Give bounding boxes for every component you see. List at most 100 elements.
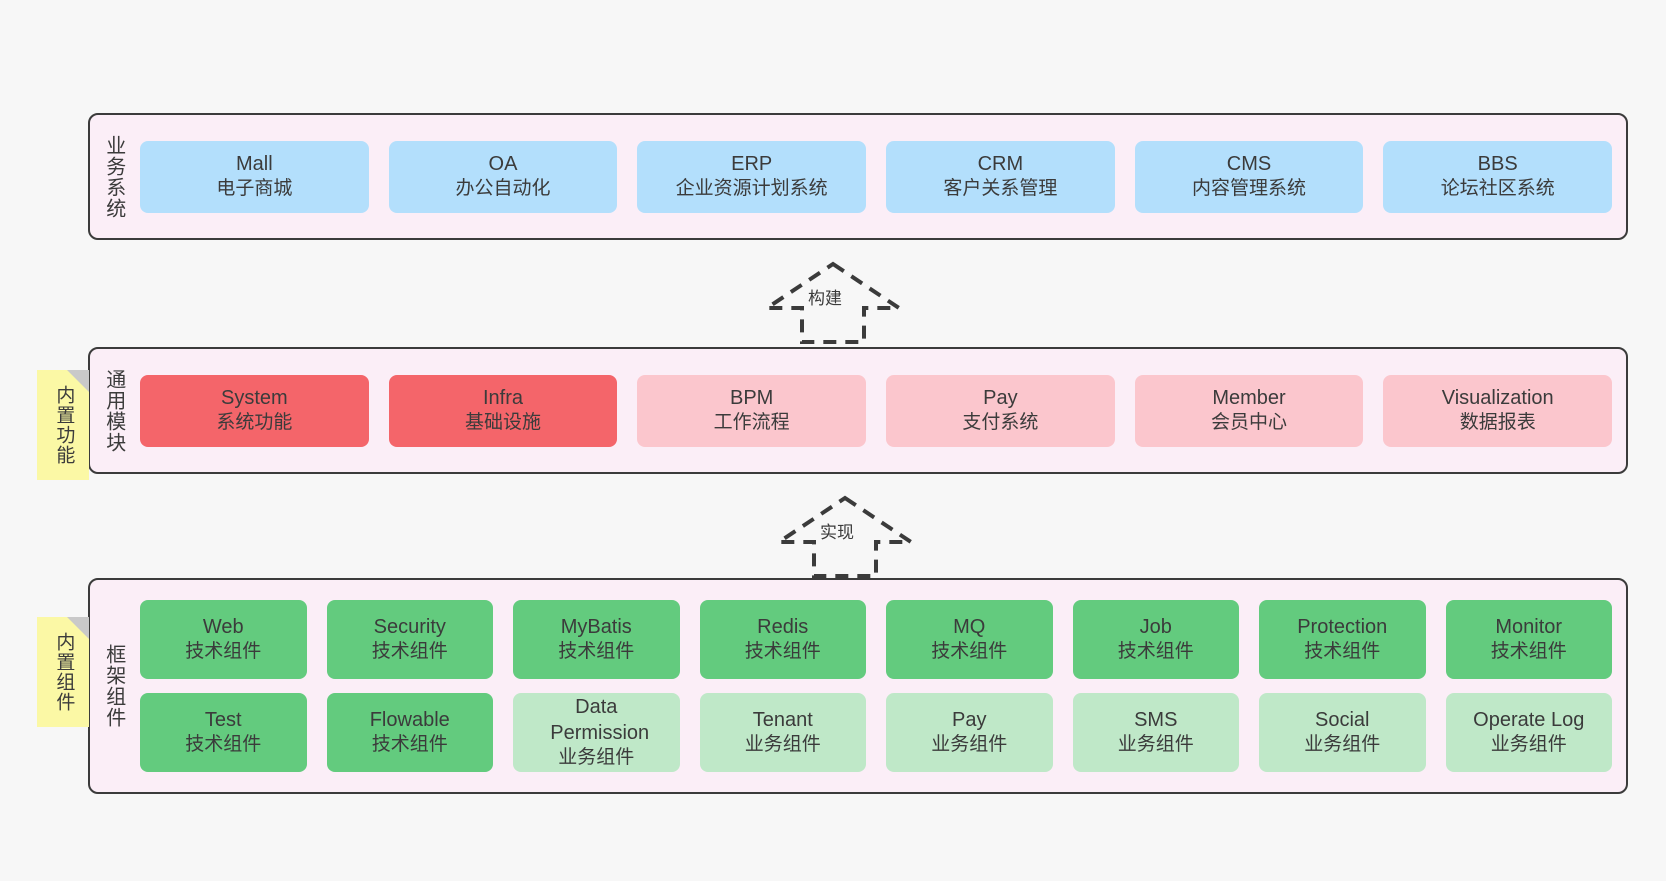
card-subtitle: 数据报表 <box>1459 412 1536 434</box>
card-title: OA <box>488 153 518 176</box>
card-row-tech: Web 技术组件 Security 技术组件 MyBatis 技术组件 Redi… <box>140 600 1612 679</box>
connector-build-label: 构建 <box>808 289 842 308</box>
card-subtitle: 论坛社区系统 <box>1440 178 1555 200</box>
card-row-business: Test 技术组件 Flowable 技术组件 Data Permission … <box>140 693 1612 772</box>
layer-framework-components: 框架组件 Web 技术组件 Security 技术组件 MyBatis 技术组件… <box>88 578 1628 794</box>
card-subtitle: 企业资源计划系统 <box>675 178 828 200</box>
card-subtitle: 技术组件 <box>1490 641 1567 663</box>
card-title: BBS <box>1477 153 1518 176</box>
card-title: System <box>220 387 288 410</box>
card-flowable[interactable]: Flowable 技术组件 <box>326 693 493 772</box>
card-operate-log[interactable]: Operate Log 业务组件 <box>1445 693 1612 772</box>
card-subtitle: 技术组件 <box>185 734 262 756</box>
card-crm[interactable]: CRM 客户关系管理 <box>886 140 1115 213</box>
card-title: Visualization <box>1441 387 1554 410</box>
card-title: Web <box>202 616 244 639</box>
card-title: Monitor <box>1495 616 1563 639</box>
card-protection[interactable]: Protection 技术组件 <box>1259 600 1426 679</box>
card-title: Security <box>373 616 446 639</box>
card-title: Test <box>204 709 242 732</box>
connector-implement-label: 实现 <box>820 523 854 542</box>
card-title: Social <box>1315 709 1370 732</box>
card-subtitle: 系统功能 <box>216 412 293 434</box>
card-sms[interactable]: SMS 业务组件 <box>1072 693 1239 772</box>
card-web[interactable]: Web 技术组件 <box>140 600 307 679</box>
card-bbs[interactable]: BBS 论坛社区系统 <box>1383 140 1613 213</box>
note-fold-corner-icon <box>67 370 89 392</box>
card-row: Mall 电子商城 OA 办公自动化 ERP 企业资源计划系统 CRM 客户关系… <box>140 140 1613 213</box>
note-label: 内置功能 <box>53 385 75 465</box>
card-title: SMS <box>1134 709 1178 732</box>
card-test[interactable]: Test 技术组件 <box>140 693 307 772</box>
card-subtitle: 技术组件 <box>558 641 635 663</box>
card-subtitle: 技术组件 <box>185 641 262 663</box>
card-subtitle: 技术组件 <box>1117 641 1194 663</box>
layer-title-framework-components: 框架组件 <box>102 644 125 728</box>
card-monitor[interactable]: Monitor 技术组件 <box>1445 600 1612 679</box>
card-subtitle: 会员中心 <box>1211 412 1288 434</box>
card-cms[interactable]: CMS 内容管理系统 <box>1134 140 1364 213</box>
card-member[interactable]: Member 会员中心 <box>1134 374 1364 447</box>
card-mall[interactable]: Mall 电子商城 <box>140 140 369 213</box>
card-subtitle: 内容管理系统 <box>1192 178 1307 200</box>
card-pay-business[interactable]: Pay 业务组件 <box>886 693 1053 772</box>
card-pay[interactable]: Pay 支付系统 <box>886 374 1115 447</box>
layer-title-business-systems: 业务系统 <box>102 134 125 219</box>
connector-implement: 实现 <box>772 492 918 580</box>
card-row: System 系统功能 Infra 基础设施 BPM 工作流程 Pay 支付系统… <box>140 374 1613 447</box>
card-job[interactable]: Job 技术组件 <box>1072 600 1239 679</box>
card-bpm[interactable]: BPM 工作流程 <box>637 374 867 447</box>
connector-build: 构建 <box>760 258 906 346</box>
card-subtitle: 技术组件 <box>744 641 821 663</box>
card-security[interactable]: Security 技术组件 <box>326 600 493 679</box>
note-label: 内置组件 <box>53 632 75 712</box>
card-subtitle: 工作流程 <box>713 412 790 434</box>
card-title: Protection <box>1297 616 1388 639</box>
card-oa[interactable]: OA 办公自动化 <box>388 140 618 213</box>
generalization-arrow-icon <box>772 495 918 578</box>
card-subtitle: 业务组件 <box>1304 734 1381 756</box>
layer-body-framework-components: Web 技术组件 Security 技术组件 MyBatis 技术组件 Redi… <box>136 580 1626 792</box>
card-subtitle: 客户关系管理 <box>943 178 1058 200</box>
card-social[interactable]: Social 业务组件 <box>1259 693 1426 772</box>
card-subtitle: 业务组件 <box>1490 734 1567 756</box>
card-title: CMS <box>1226 153 1272 176</box>
layer-title-common-modules: 通用模块 <box>102 368 125 453</box>
card-subtitle: 办公自动化 <box>455 178 551 200</box>
card-data-permission[interactable]: Data Permission 业务组件 <box>513 693 680 772</box>
card-infra[interactable]: Infra 基础设施 <box>388 374 618 447</box>
card-erp[interactable]: ERP 企业资源计划系统 <box>637 140 867 213</box>
card-subtitle: 业务组件 <box>1117 734 1194 756</box>
card-title: MQ <box>953 616 986 639</box>
card-title: MyBatis <box>560 616 632 639</box>
generalization-arrow-icon <box>760 261 906 344</box>
layer-business-systems: 业务系统 Mall 电子商城 OA 办公自动化 ERP 企业资源计划系统 CRM… <box>88 113 1628 240</box>
card-title: Member <box>1212 387 1286 410</box>
card-title: CRM <box>977 153 1024 176</box>
card-title: Mall <box>236 153 273 176</box>
card-visualization[interactable]: Visualization 数据报表 <box>1383 374 1613 447</box>
card-system[interactable]: System 系统功能 <box>140 374 369 447</box>
card-title: Operate Log <box>1473 709 1585 732</box>
card-title: Pay <box>952 709 987 732</box>
card-subtitle: 技术组件 <box>1304 641 1381 663</box>
note-builtin-features: 内置功能 <box>37 370 89 480</box>
card-redis[interactable]: Redis 技术组件 <box>699 600 866 679</box>
card-subtitle: 业务组件 <box>558 747 635 769</box>
card-title: Tenant <box>752 709 813 732</box>
card-subtitle: 业务组件 <box>931 734 1008 756</box>
card-subtitle: 技术组件 <box>931 641 1008 663</box>
layer-common-modules: 通用模块 System 系统功能 Infra 基础设施 BPM 工作流程 Pay… <box>88 347 1628 474</box>
card-tenant[interactable]: Tenant 业务组件 <box>699 693 866 772</box>
card-title: Job <box>1139 616 1172 639</box>
card-title: ERP <box>731 153 773 176</box>
note-builtin-components: 内置组件 <box>37 617 89 727</box>
note-fold-corner-icon <box>67 617 89 639</box>
card-subtitle: 电子商城 <box>216 178 293 200</box>
card-mq[interactable]: MQ 技术组件 <box>886 600 1053 679</box>
card-title: Redis <box>757 616 809 639</box>
card-mybatis[interactable]: MyBatis 技术组件 <box>513 600 680 679</box>
card-title: BPM <box>730 387 774 410</box>
card-subtitle: 支付系统 <box>962 412 1039 434</box>
